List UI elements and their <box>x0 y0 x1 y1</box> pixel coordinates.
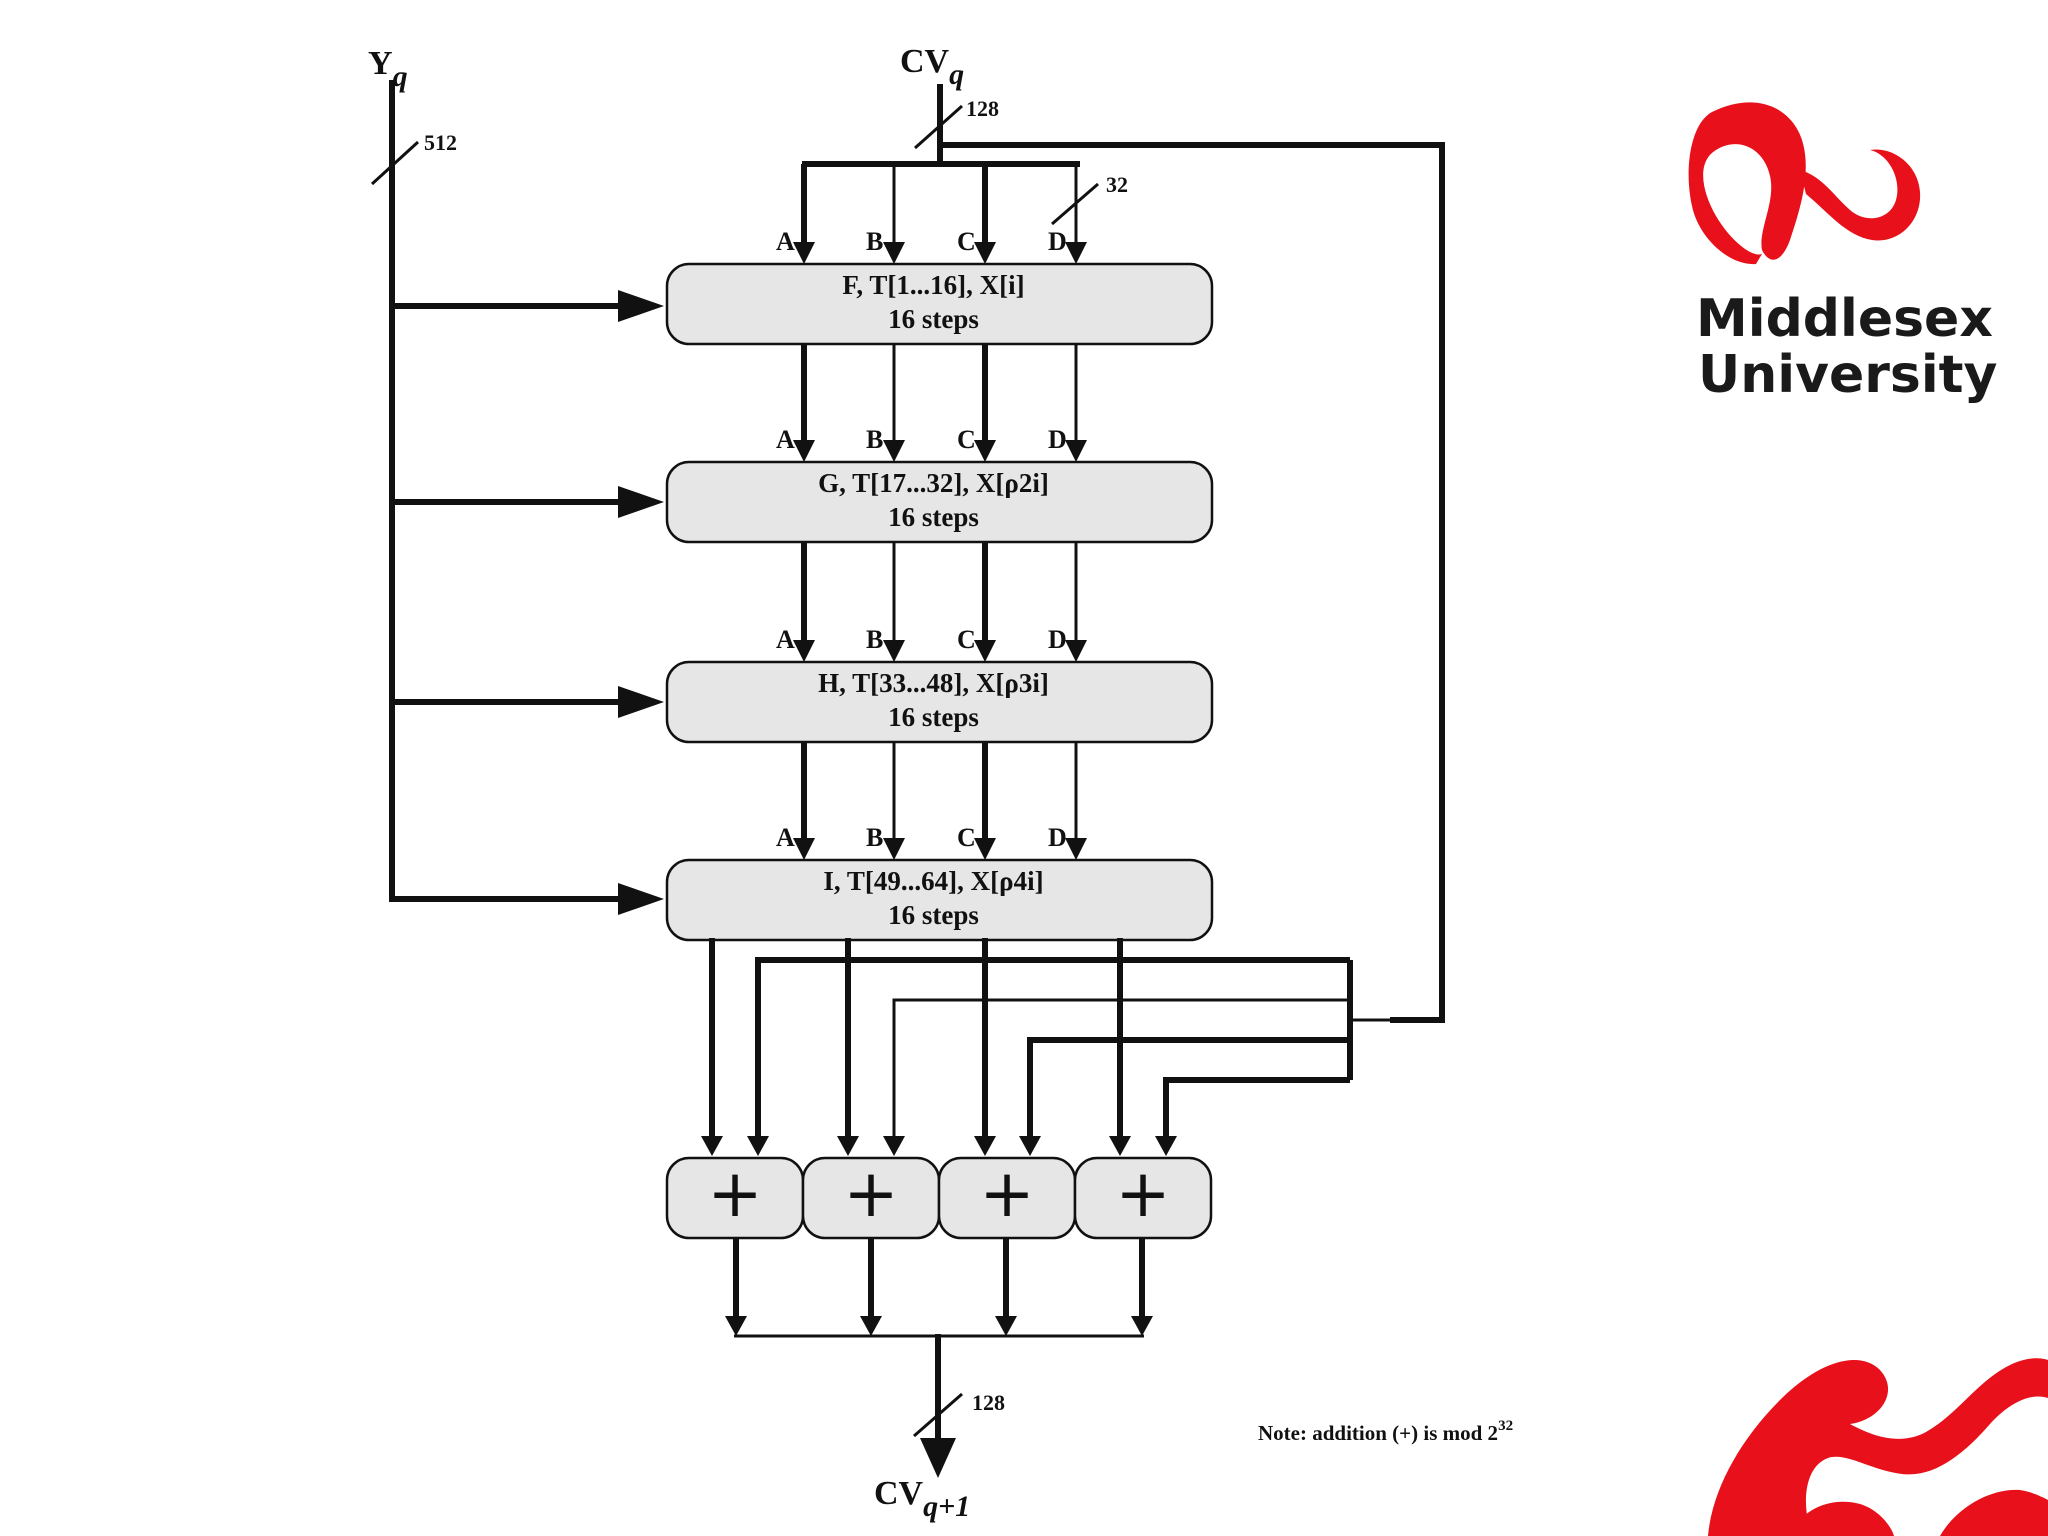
round-2-register-a: A <box>776 425 795 454</box>
round-4-function: I, T[49...64], X[ρ4i] <box>823 866 1043 896</box>
round-4-register-b: B <box>866 823 883 852</box>
adder-input-arrow <box>1109 1136 1131 1156</box>
note-text: Note: addition (+) is mod 232 <box>1258 1418 1513 1445</box>
adders: + + + + <box>665 1155 1213 1240</box>
round-1-register-a: A <box>776 227 795 256</box>
adder-input-arrow <box>701 1136 723 1156</box>
round-3-arrow-d <box>1065 640 1087 662</box>
adder-1-symbol: + <box>707 1155 762 1232</box>
adder-3-symbol: + <box>979 1155 1034 1232</box>
logo-line-1: Middlesex <box>1696 289 1993 349</box>
block-feed-arrow-2 <box>618 486 664 518</box>
round-1-register-b: B <box>866 227 883 256</box>
round-2-arrow-b <box>883 440 905 462</box>
round-4-steps: 16 steps <box>888 900 979 930</box>
adder-1: + <box>665 1155 805 1240</box>
round-1-register-c: C <box>957 227 976 256</box>
round-2-register-c: C <box>957 425 976 454</box>
feedforward-line <box>940 142 1445 1023</box>
decorative-swirl <box>1708 1358 2048 1536</box>
round-4-register-d: D <box>1048 823 1067 852</box>
block-feed-arrow-3 <box>618 686 664 718</box>
round-4-arrow-d <box>1065 838 1087 860</box>
round-2-register-b: B <box>866 425 883 454</box>
block-input-label: Yq <box>368 45 408 93</box>
round-1-arrow-a <box>793 242 815 264</box>
round-2-steps: 16 steps <box>888 502 979 532</box>
chaining-input: CVq 128 32 <box>802 43 1445 1023</box>
round-3: A B C D H, T[33...48], X[ρ3i] 16 steps <box>665 542 1214 744</box>
adder-3: + <box>937 1155 1077 1240</box>
logo-line-2: University <box>1698 345 1997 405</box>
adder-input-arrow <box>747 1136 769 1156</box>
chaining-input-label: CVq <box>900 43 964 91</box>
adder-input-arrow <box>974 1136 996 1156</box>
output-combine: 128 CVq+1 <box>725 1238 1153 1523</box>
adder-4-symbol: + <box>1115 1155 1170 1232</box>
adder-input-arrow <box>837 1136 859 1156</box>
round-3-register-c: C <box>957 625 976 654</box>
adder-input-arrow <box>883 1136 905 1156</box>
round-2-box <box>665 460 1214 544</box>
output-width-label: 128 <box>972 1390 1005 1415</box>
round-1-function: F, T[1...16], X[i] <box>842 270 1024 300</box>
round-2-arrow-d <box>1065 440 1087 462</box>
round-2-arrow-a <box>793 440 815 462</box>
round-1-arrow-b <box>883 242 905 264</box>
block-width-label: 512 <box>424 130 457 155</box>
university-logo: Middlesex University <box>1688 102 1997 405</box>
round-3-box <box>665 660 1214 744</box>
round-3-register-b: B <box>866 625 883 654</box>
round-2: A B C D G, T[17...32], X[ρ2i] 16 steps <box>665 344 1214 544</box>
round-3-register-a: A <box>776 625 795 654</box>
round-4-arrow-c <box>974 838 996 860</box>
adder-input-arrows <box>701 1136 1177 1156</box>
adder-4: + <box>1073 1155 1213 1240</box>
adder-2: + <box>801 1155 941 1240</box>
feedforward-distribution <box>755 957 1390 1142</box>
round-3-arrow-c <box>974 640 996 662</box>
round-1-register-d: D <box>1048 227 1067 256</box>
round-1-box <box>665 262 1214 346</box>
adder-input-arrow <box>1019 1136 1041 1156</box>
round-outputs <box>709 938 1123 1142</box>
round-1: A B C D F, T[1...16], X[i] 16 steps <box>665 227 1214 346</box>
adder-2-symbol: + <box>843 1155 898 1232</box>
round-3-arrow-a <box>793 640 815 662</box>
round-2-function: G, T[17...32], X[ρ2i] <box>818 468 1049 498</box>
round-3-function: H, T[33...48], X[ρ3i] <box>818 668 1049 698</box>
block-feed-arrow-1 <box>618 290 664 322</box>
output-label: CVq+1 <box>874 1475 970 1523</box>
round-3-register-d: D <box>1048 625 1067 654</box>
round-2-register-d: D <box>1048 425 1067 454</box>
register-drops-top <box>801 164 1078 252</box>
block-feed-arrow-4 <box>618 883 664 915</box>
round-3-steps: 16 steps <box>888 702 979 732</box>
round-3-arrow-b <box>883 640 905 662</box>
chaining-width-slash <box>914 104 963 150</box>
round-1-arrow-d <box>1065 242 1087 264</box>
logo-mark <box>1688 102 1921 265</box>
round-4-register-c: C <box>957 823 976 852</box>
round-4-register-a: A <box>776 823 795 852</box>
round-4-box <box>665 858 1214 942</box>
block-width-slash <box>370 140 420 186</box>
round-4-arrow-b <box>883 838 905 860</box>
chaining-width-label: 128 <box>966 96 999 121</box>
round-4-arrow-a <box>793 838 815 860</box>
round-4: A B C DI, T[49...64], X[ρ4i] 16 steps <box>665 742 1214 942</box>
round-2-arrow-c <box>974 440 996 462</box>
round-1-steps: 16 steps <box>888 304 979 334</box>
round-1-arrow-c <box>974 242 996 264</box>
word-width-label: 32 <box>1106 172 1128 197</box>
block-input-bus: Yq 512 <box>368 45 664 915</box>
adder-input-arrow <box>1155 1136 1177 1156</box>
